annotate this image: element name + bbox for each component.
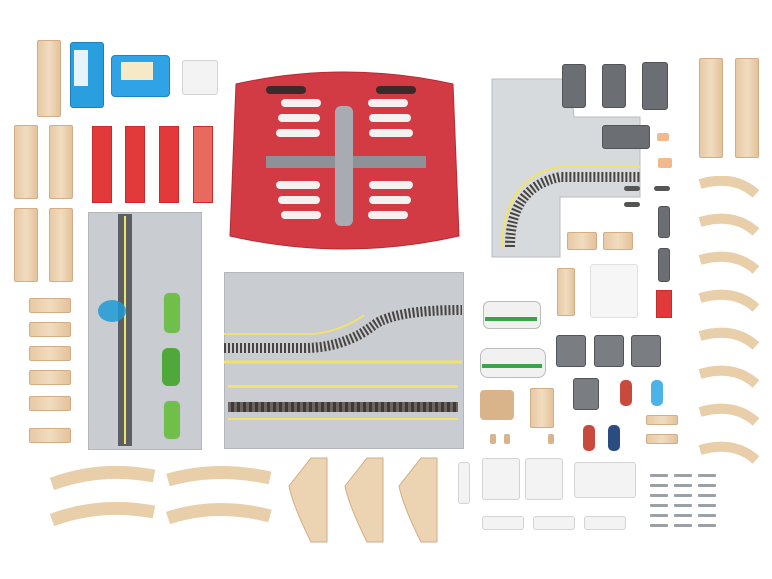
figure-person [620, 380, 632, 406]
wood-track-short [29, 298, 71, 313]
screw [674, 484, 692, 487]
planter [163, 292, 181, 334]
screw [650, 474, 668, 477]
wood-curves-right [698, 176, 760, 464]
kiosk-window [121, 62, 153, 80]
wood-track-straight [37, 40, 61, 117]
screw [674, 524, 692, 527]
screw [698, 524, 716, 527]
white-fence [574, 462, 636, 498]
wood-track-short [29, 322, 71, 337]
wood-track-short [29, 370, 71, 385]
road-base-plate [88, 212, 202, 450]
corner-rail-plate [491, 78, 641, 258]
wood-peg [646, 415, 678, 425]
connector-part [642, 62, 668, 110]
figure-conductor [608, 425, 620, 451]
white-post [458, 462, 470, 504]
screw [650, 524, 668, 527]
train-stripe [482, 364, 542, 368]
bollard [490, 434, 496, 444]
screw [674, 494, 692, 497]
vending-machine [656, 290, 672, 318]
post-part [658, 248, 670, 282]
wood-block [530, 388, 554, 428]
red-panel [159, 126, 179, 203]
post-part [658, 206, 670, 238]
screw [698, 514, 716, 517]
signal-part [602, 125, 650, 149]
bench-seat [594, 335, 624, 367]
wood-track-short [29, 396, 71, 411]
wood-switch-tracks [288, 457, 438, 543]
ticket-machine-screen [74, 50, 88, 86]
white-bar [584, 516, 626, 530]
bollard [504, 434, 510, 444]
wood-track-straight [49, 208, 73, 282]
wood-track-straight [14, 208, 38, 282]
wood-block [567, 232, 597, 250]
wood-peg [646, 434, 678, 444]
wood-curves-bottom [49, 465, 272, 527]
white-sign-panel [525, 458, 563, 500]
rail-track-straight [228, 402, 458, 412]
clear-gate [590, 264, 638, 318]
wood-track-straight [735, 58, 759, 158]
wood-track-straight [49, 125, 73, 199]
bench-seat [556, 335, 586, 367]
road-center-line [124, 216, 126, 444]
dogbone-connector [654, 186, 670, 191]
wood-track-straight [14, 125, 38, 199]
wood-track-short [29, 346, 71, 361]
wood-track-short [29, 428, 71, 443]
wood-track-straight [699, 58, 723, 158]
dogbone-connector [624, 186, 640, 191]
screw [698, 504, 716, 507]
dogbone-connector [624, 202, 640, 207]
white-bar [482, 516, 524, 530]
screw [674, 474, 692, 477]
train-car [480, 348, 546, 378]
wood-block [603, 232, 633, 250]
wood-block [557, 268, 575, 316]
roof-clamp-center [335, 106, 353, 226]
red-station-roof [229, 71, 460, 250]
screw [650, 494, 668, 497]
planter [163, 400, 181, 440]
platform-line [228, 418, 458, 420]
red-panel [92, 126, 112, 203]
bench-seat [631, 335, 661, 367]
bench-seat [573, 378, 599, 410]
rail-track-curved [224, 305, 462, 364]
figure-person [651, 380, 663, 406]
screw [698, 484, 716, 487]
red-panel [125, 126, 145, 203]
screw [698, 474, 716, 477]
red-panel [193, 126, 213, 203]
planter [162, 348, 180, 386]
platform-line [228, 385, 458, 388]
white-bar [533, 516, 575, 530]
screw [650, 514, 668, 517]
screw [674, 504, 692, 507]
connector-part [602, 64, 626, 108]
train-stripe [485, 317, 537, 321]
peg-small [658, 158, 672, 168]
wood-engine [480, 390, 514, 420]
screw [698, 494, 716, 497]
screw [650, 484, 668, 487]
blue-logo-decal [98, 300, 126, 322]
connector-part [562, 64, 586, 108]
screw [650, 504, 668, 507]
train-locomotive [483, 301, 541, 329]
peg-small [657, 133, 669, 141]
white-block [182, 60, 218, 95]
bollard [548, 434, 554, 444]
white-sign-panel [482, 458, 520, 500]
screw [674, 514, 692, 517]
figure-person [583, 425, 595, 451]
